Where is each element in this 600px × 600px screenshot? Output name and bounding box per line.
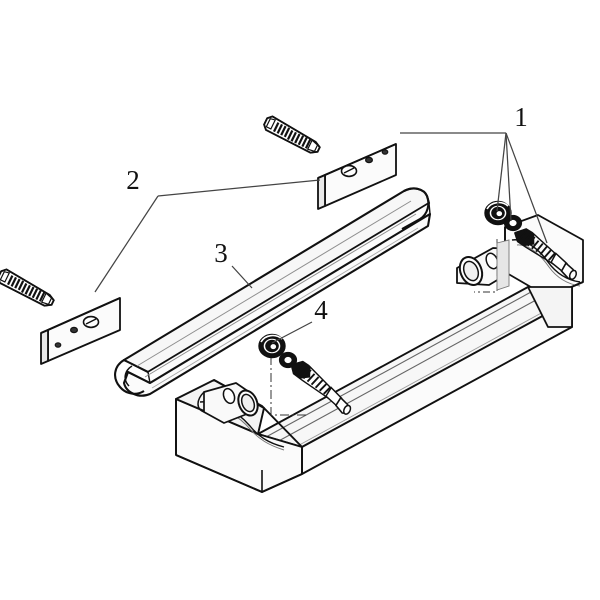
washer-bracket (503, 214, 523, 232)
callout-number-4: 4 (314, 295, 328, 325)
callout-number-2: 2 (126, 165, 140, 195)
assembly-axis-centre (270, 356, 306, 416)
leader-1-a (496, 132, 507, 212)
callout-number-1: 1 (514, 102, 528, 132)
wall-mounting-plate-upper (317, 143, 397, 210)
leader-1-b (505, 132, 512, 222)
leader-4 (271, 321, 313, 344)
leader-lines (94, 132, 548, 344)
leader-3 (231, 265, 253, 289)
callout-number-3: 3 (214, 238, 228, 268)
leader-2-b (94, 195, 159, 293)
leader-1-c (505, 132, 548, 244)
left-end-bracket (197, 382, 259, 424)
cover-rail-profile (114, 187, 432, 397)
wall-mounting-plate-lower (40, 297, 121, 365)
leader-2-a (157, 179, 321, 197)
